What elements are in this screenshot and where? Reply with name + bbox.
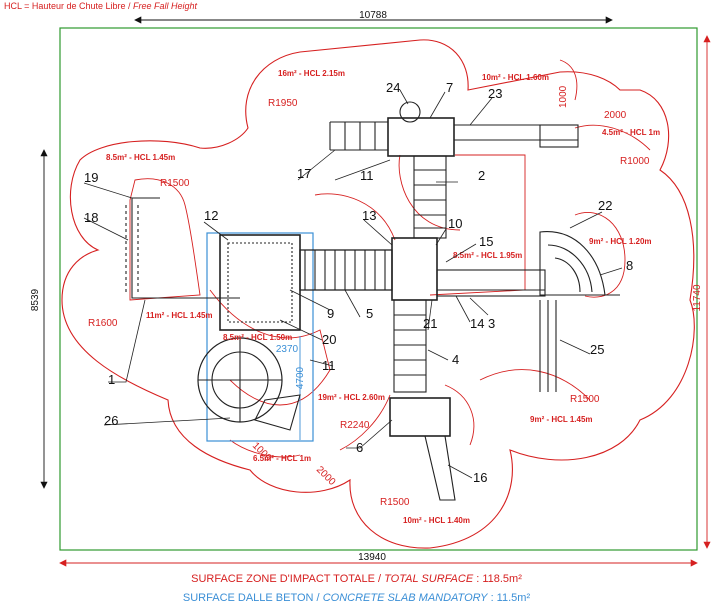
radius-labels: R1950 R1500 R1600 R1000 R2240 R1500 R150… — [88, 98, 650, 508]
zone-label-z5: 9m² - HCL 1.20m — [589, 237, 652, 246]
callout-19: 19 — [84, 170, 98, 185]
dimension-lines-red — [59, 35, 711, 567]
callout-2: 2 — [478, 168, 485, 183]
callout-14: 14 — [470, 316, 484, 331]
zone-label-z10: 9m² - HCL 1.45m — [530, 415, 593, 424]
slab-surface-en: CONCRETE SLAB MANDATORY — [322, 592, 488, 604]
callout-23: 23 — [488, 86, 502, 101]
slab-surface-fr: SURFACE DALLE BETON / — [182, 592, 323, 604]
callout-20: 20 — [322, 332, 336, 347]
callout-5: 5 — [366, 306, 373, 321]
callout-4: 4 — [452, 352, 459, 367]
callout-7: 7 — [446, 80, 453, 95]
dim-right: 11740 — [692, 284, 703, 312]
hcl-legend-fr: HCL = Hauteur de Chute Libre — [4, 1, 126, 11]
callout-11-a: 11 — [360, 168, 374, 183]
dim-2000-bottom: 2000 — [314, 464, 338, 488]
radius-r1000: R1000 — [620, 156, 650, 167]
callout-10: 10 — [448, 216, 462, 231]
concrete-slab — [206, 232, 314, 442]
callout-6: 6 — [356, 440, 363, 455]
zone-labels: 16m² - HCL 2.15m 10m² - HCL 1.60m 8.5m² … — [106, 69, 660, 525]
play-structure — [125, 101, 620, 501]
dim-bottom: 13940 — [358, 552, 386, 563]
callout-leaders — [83, 89, 623, 479]
zone-label-z8: 8.5m² - HCL 1.50m — [223, 333, 292, 342]
callout-18: 18 — [84, 210, 98, 225]
callout-17: 17 — [297, 166, 311, 181]
dim-left: 8539 — [30, 288, 41, 311]
callout-numbers: 1 2 3 4 5 6 7 8 9 10 11 11 12 13 14 15 1… — [84, 80, 633, 485]
total-surface-value: : 118.5m² — [473, 573, 522, 585]
zone-label-z7: 11m² - HCL 1.45m — [146, 311, 213, 320]
callout-13: 13 — [362, 208, 376, 223]
slab-surface-value: : 11.5m² — [487, 592, 531, 604]
callout-22: 22 — [598, 198, 612, 213]
hcl-legend-en: Free Fall Height — [133, 1, 198, 11]
callout-26: 26 — [104, 413, 118, 428]
total-surface: SURFACE ZONE D'IMPACT TOTALE / TOTAL SUR… — [0, 573, 713, 585]
radius-r1500-a: R1500 — [160, 178, 190, 189]
callout-11-b: 11 — [322, 358, 336, 373]
zone-label-z6: 8.5m² - HCL 1.95m — [453, 251, 522, 260]
callout-12: 12 — [204, 208, 218, 223]
dim-1000-top: 1000 — [558, 85, 569, 108]
callout-8: 8 — [626, 258, 633, 273]
dimension-lines — [40, 16, 613, 489]
callout-16: 16 — [473, 470, 487, 485]
radius-r1950: R1950 — [268, 98, 298, 109]
radius-r2240: R2240 — [340, 420, 370, 431]
callout-9: 9 — [327, 306, 334, 321]
zone-label-z1: 16m² - HCL 2.15m — [278, 69, 345, 78]
impact-zone-outline — [61, 39, 695, 549]
total-surface-en: TOTAL SURFACE — [384, 573, 474, 585]
zone-label-z9: 19m² - HCL 2.60m — [318, 393, 385, 402]
zone-label-z4: 4.5m² - HCL 1m — [602, 128, 660, 137]
callout-3: 3 — [488, 316, 495, 331]
zone-label-z12: 10m² - HCL 1.40m — [403, 516, 470, 525]
zone-label-z3: 8.5m² - HCL 1.45m — [106, 153, 175, 162]
radius-r1600: R1600 — [88, 318, 118, 329]
hcl-legend: HCL = Hauteur de Chute Libre / Free Fall… — [4, 1, 198, 11]
concrete-slab-surface: SURFACE DALLE BETON / CONCRETE SLAB MAND… — [0, 592, 713, 604]
site-boundary — [59, 27, 698, 551]
radius-r1500-c: R1500 — [570, 394, 600, 405]
total-surface-fr: SURFACE ZONE D'IMPACT TOTALE / — [191, 573, 385, 585]
dim-4700: 4700 — [295, 366, 306, 389]
dim-2000-right: 2000 — [604, 110, 627, 121]
radius-r1500-b: R1500 — [380, 497, 410, 508]
zone-dividers — [129, 59, 651, 458]
zone-label-z2: 10m² - HCL 1.60m — [482, 73, 549, 82]
callout-24: 24 — [386, 80, 400, 95]
callout-15: 15 — [479, 234, 493, 249]
dim-top: 10788 — [359, 10, 387, 21]
callout-1: 1 — [108, 372, 115, 387]
callout-21: 21 — [423, 316, 437, 331]
dim-2370: 2370 — [276, 344, 299, 355]
zone-label-z11: 6.5m² - HCL 1m — [253, 454, 311, 463]
callout-25: 25 — [590, 342, 604, 357]
